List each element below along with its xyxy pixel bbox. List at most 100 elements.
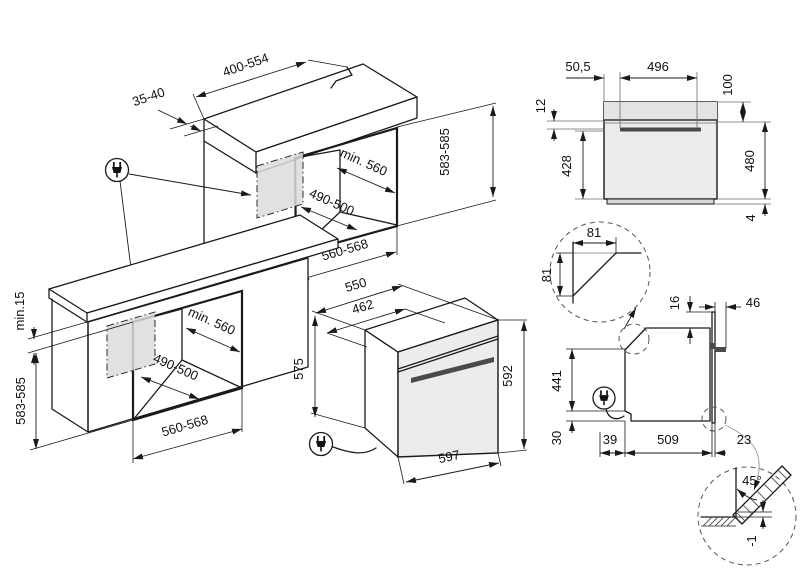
- dim-col-wall-gap-label: 35-40: [130, 84, 166, 109]
- dimension-col-wall-gap-a: [157, 109, 188, 125]
- ext-chamfer-height: [556, 252, 573, 297]
- dim-side-body-depth-label: 509: [657, 432, 679, 447]
- dim-front-door-height-label: 480: [742, 150, 757, 172]
- dim-col-niche-height-label: 583-585: [437, 128, 452, 176]
- dim-oven-front-width-label: 597: [437, 447, 461, 466]
- front-control-panel: [604, 102, 717, 120]
- dim-col-depth-label: min. 560: [338, 145, 390, 179]
- side-handle-mount: [710, 343, 715, 349]
- dimension-oven-depth-total: [315, 285, 403, 314]
- base-niche-interior: [132, 308, 243, 421]
- side-body-profile: [624, 327, 711, 422]
- dimension-col-top-width: [195, 61, 307, 98]
- ext-oven-front-height: [497, 319, 528, 454]
- dimension-base-depth: [185, 327, 241, 353]
- dim-chamfer-height-label: 81: [539, 268, 554, 282]
- ext-side-depths: [599, 421, 716, 457]
- leader-to-chamfer-detail: [623, 307, 637, 330]
- ext-oven-depth-body: [326, 308, 446, 348]
- dim-door-clearance-label: -1: [744, 535, 759, 547]
- dimension-col-niche-width: [298, 251, 397, 281]
- dimension-base-inner-width: [140, 376, 200, 400]
- chamfer-detail-view: 81 81: [539, 221, 651, 323]
- oven-control-panel-line: [397, 335, 499, 373]
- dim-oven-front-height-label: 592: [500, 365, 515, 387]
- ext-base-top-gap: [27, 321, 134, 354]
- power-outlet-area-column: [256, 151, 304, 219]
- dim-col-inner-width-label: 490-500: [307, 185, 357, 218]
- dim-oven-body-height-label: 575: [291, 358, 306, 380]
- column-top-notch: [330, 66, 353, 89]
- dimension-oven-front-width: [405, 462, 500, 483]
- plug-glyph: [598, 389, 610, 406]
- leader-to-door-detail: [724, 424, 761, 491]
- detail-circle-door: [697, 466, 797, 566]
- ext-door-clearance: [736, 511, 772, 518]
- dim-side-handle-depth-label: 46: [746, 295, 760, 310]
- chamfer-profile: [572, 241, 642, 304]
- front-plinth: [606, 198, 715, 205]
- detail-marker-chamfer-corner: [618, 323, 650, 355]
- side-door-profile: [711, 311, 716, 424]
- plug-glyph: [315, 435, 327, 453]
- angle-arc-arrow: [736, 488, 758, 501]
- ext-side-handle-depth: [714, 302, 727, 348]
- dim-col-top-width-label: 400-554: [221, 50, 271, 80]
- side-handle-bar: [715, 347, 726, 352]
- dim-side-body-height-label: 441: [549, 370, 564, 392]
- oven-side-view: 16 46 441 30 39 509 23: [549, 295, 761, 491]
- door-angle-detail-view: 45° -1: [697, 465, 797, 566]
- oven-isometric-view: 550 462 575 592 597: [291, 274, 528, 485]
- dim-side-top-gap-label: 16: [667, 296, 682, 310]
- dim-base-niche-width-label: 560-568: [160, 412, 210, 440]
- dimension-col-depth: [336, 167, 396, 194]
- dim-base-niche-height-label: 583-585: [13, 377, 28, 425]
- power-plug-icon-left: [104, 157, 130, 183]
- open-door-bar: [732, 465, 792, 525]
- ext-col-top-width: [192, 59, 348, 120]
- dim-front-panel-height-label: 100: [720, 74, 735, 96]
- dim-front-side-offset-label: 50,5: [565, 59, 590, 74]
- power-outlet-area-base: [106, 311, 156, 379]
- dim-front-lower-height-label: 428: [559, 155, 574, 177]
- ext-oven-body-height: [310, 412, 366, 429]
- front-right-guides: [714, 101, 771, 205]
- ext-side-heights: [566, 348, 625, 422]
- dim-chamfer-width-label: 81: [587, 225, 601, 240]
- column-top-front-strip: [255, 96, 418, 174]
- detail-marker-door-bottom: [701, 406, 727, 432]
- open-door-hatch: [735, 469, 788, 522]
- dimension-col-wall-gap-b: [189, 124, 202, 132]
- dim-front-gap-label: 12: [533, 99, 548, 113]
- dimension-base-niche-width: [132, 428, 243, 460]
- dim-oven-depth-total-label: 550: [343, 274, 368, 295]
- front-handle-bar: [620, 127, 701, 132]
- dim-front-handle-width-label: 496: [647, 59, 669, 74]
- power-plug-icon-oven: [308, 431, 334, 457]
- worktop-front-edge: [86, 238, 339, 323]
- front-vert-guides: [603, 72, 698, 128]
- leader-line-to-column-outlet: [128, 173, 252, 197]
- base-cabinet-installation-view: min.15 583-585 min. 560 490-500 560-568: [12, 214, 339, 463]
- dim-side-door-thickness-label: 23: [737, 432, 751, 447]
- front-left-guides: [547, 120, 604, 200]
- base-left-face: [51, 298, 89, 433]
- dim-oven-depth-body-label: 462: [350, 296, 375, 317]
- worktop-left-end: [48, 288, 88, 323]
- dim-door-angle-label: 45°: [742, 473, 762, 488]
- dim-side-bottom-gap-label: 30: [549, 431, 564, 445]
- dimension-col-inner-width: [300, 206, 358, 231]
- floor-hatch: [701, 516, 737, 527]
- dim-side-rear-gap-label: 39: [603, 432, 617, 447]
- dim-front-plinth-label: 4: [743, 214, 758, 221]
- detail-circle-chamfer: [549, 221, 651, 323]
- side-power-cable: [605, 408, 625, 420]
- ext-col-niche-height: [396, 102, 497, 227]
- plug-glyph: [111, 161, 123, 179]
- oven-power-cable: [332, 446, 377, 454]
- oven-front-view: 50,5 496 100 12 428 480 4: [533, 59, 771, 222]
- dimension-oven-depth-body: [326, 308, 406, 334]
- ext-base-niche-height: [29, 419, 134, 451]
- ext-oven-front-width: [397, 452, 502, 485]
